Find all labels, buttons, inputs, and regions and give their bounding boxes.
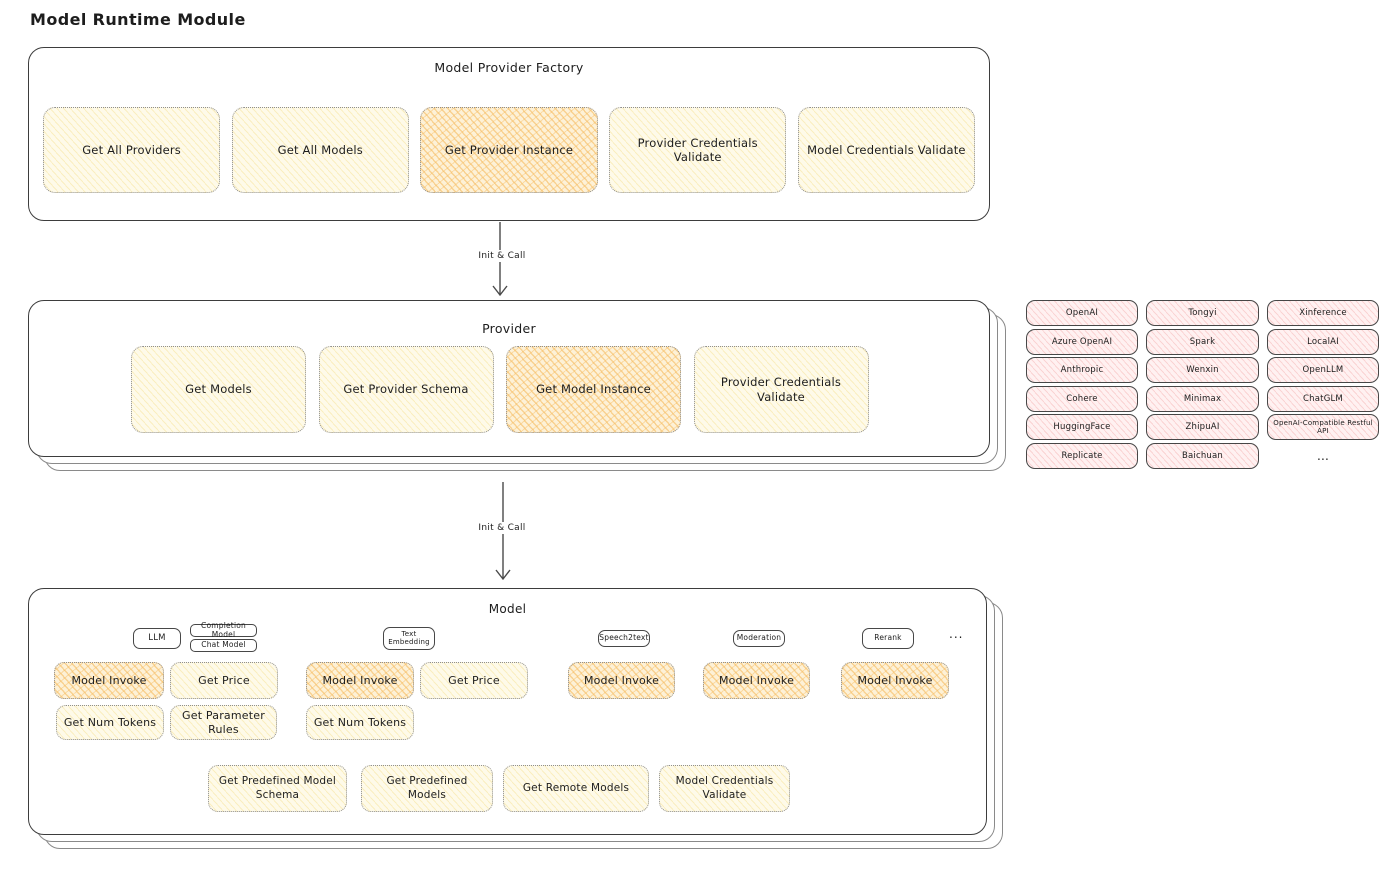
factory-title: Model Provider Factory (434, 60, 584, 75)
node-llm-model-invoke: Model Invoke (54, 662, 164, 699)
chip-openai-compatible-restful-api: OpenAI-Compatible Restful API (1267, 414, 1379, 440)
chip-chatglm: ChatGLM (1267, 385, 1379, 412)
node-get-provider-schema: Get Provider Schema (318, 346, 494, 433)
model-box: Model LLM Completion Model Chat Model Te… (28, 588, 987, 835)
chip-tongyi: Tongyi (1146, 300, 1259, 326)
provider-stack: Provider Get Models Get Provider Schema … (28, 300, 1006, 471)
node-speech2text-model-invoke: Model Invoke (568, 662, 675, 699)
chip-replicate: Replicate (1026, 442, 1138, 469)
node-embedding-get-num-tokens: Get Num Tokens (306, 705, 414, 740)
node-get-all-models: Get All Models (231, 107, 409, 193)
chips-ellipsis: ... (1316, 448, 1330, 463)
tag-text-embedding: Text Embedding (383, 627, 435, 650)
provider-box: Provider Get Models Get Provider Schema … (28, 300, 990, 457)
node-llm-get-num-tokens: Get Num Tokens (56, 705, 164, 740)
node-get-predefined-model-schema: Get Predefined Model Schema (208, 765, 347, 812)
chip-anthropic: Anthropic (1026, 357, 1138, 383)
node-embedding-get-price: Get Price (420, 662, 528, 699)
chip-spark: Spark (1146, 328, 1259, 355)
tag-moderation: Moderation (733, 630, 785, 647)
model-provider-factory-box: Model Provider Factory Get All Providers… (28, 47, 990, 221)
provider-chips-grid: OpenAI Tongyi Xinference Azure OpenAI Sp… (1026, 300, 1379, 469)
chip-localai: LocalAI (1267, 328, 1379, 355)
chip-cohere: Cohere (1026, 385, 1138, 412)
node-get-remote-models: Get Remote Models (503, 765, 649, 812)
tag-completion-model: Completion Model (190, 622, 257, 638)
tag-chat-model: Chat Model (190, 639, 257, 652)
node-get-model-instance: Get Model Instance (506, 346, 681, 433)
init-call-label-1: Init & Call (462, 250, 542, 262)
node-get-models: Get Models (131, 346, 306, 433)
node-model-credentials-validate-factory: Model Credentials Validate (797, 107, 976, 193)
node-get-provider-instance: Get Provider Instance (420, 107, 598, 193)
chip-huggingface: HuggingFace (1026, 414, 1138, 440)
model-tags-ellipsis: ... (949, 627, 964, 641)
node-moderation-model-invoke: Model Invoke (703, 662, 810, 699)
chip-minimax: Minimax (1146, 385, 1259, 412)
node-get-all-providers: Get All Providers (43, 107, 221, 193)
node-embedding-model-invoke: Model Invoke (306, 662, 414, 699)
provider-title: Provider (482, 321, 536, 336)
node-get-predefined-models: Get Predefined Models (361, 765, 493, 812)
page-title: Model Runtime Module (30, 10, 246, 29)
tag-llm: LLM (133, 628, 181, 649)
chip-openllm: OpenLLM (1267, 357, 1379, 383)
tag-speech2text: Speech2text (598, 630, 650, 647)
chip-wenxin: Wenxin (1146, 357, 1259, 383)
init-call-label-2: Init & Call (462, 522, 542, 534)
chip-openai: OpenAI (1026, 300, 1138, 326)
node-provider-credentials-validate-factory: Provider Credentials Validate (609, 107, 787, 193)
chip-baichuan: Baichuan (1146, 442, 1259, 469)
node-model-credentials-validate: Model Credentials Validate (659, 765, 790, 812)
node-llm-get-parameter-rules: Get Parameter Rules (170, 705, 277, 740)
tag-rerank: Rerank (862, 628, 914, 649)
provider-items-row: Get Models Get Provider Schema Get Model… (131, 346, 869, 433)
model-stack: Model LLM Completion Model Chat Model Te… (28, 588, 1003, 849)
node-provider-credentials-validate: Provider Credentials Validate (693, 346, 869, 433)
chip-xinference: Xinference (1267, 300, 1379, 326)
node-llm-get-price: Get Price (170, 662, 278, 699)
chip-zhipuai: ZhipuAI (1146, 414, 1259, 440)
factory-items-row: Get All Providers Get All Models Get Pro… (43, 107, 976, 193)
model-title: Model (488, 602, 527, 616)
chip-azure-openai: Azure OpenAI (1026, 328, 1138, 355)
node-rerank-model-invoke: Model Invoke (841, 662, 949, 699)
